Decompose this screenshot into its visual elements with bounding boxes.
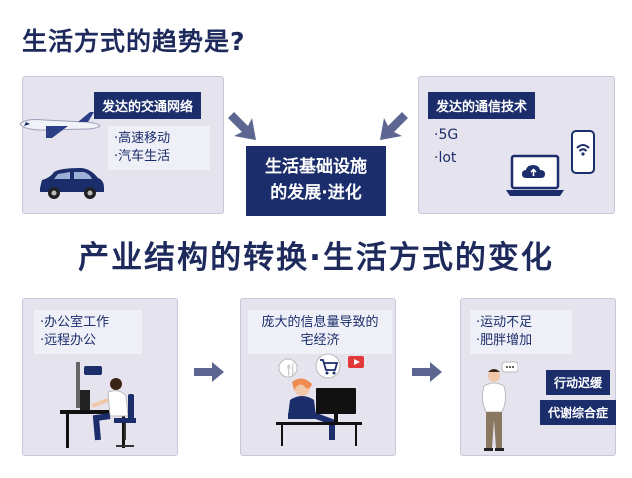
airplane-icon <box>19 112 101 138</box>
arrow-right-icon <box>412 362 442 382</box>
stay-home-line-1: 庞大的信息量导致的 <box>261 315 379 330</box>
stay-home-card: 庞大的信息量导致的 宅经济 <box>248 310 392 354</box>
online-shopping-icon: 🍴 <box>276 353 364 446</box>
infrastructure-box: 生活基础设施 的发展·进化 <box>246 146 386 216</box>
arrow-down-left-icon <box>380 112 408 140</box>
communication-item-2: ·lot <box>434 150 457 166</box>
arrow-right-icon <box>194 362 224 382</box>
overweight-person-icon <box>481 361 518 451</box>
health-item-2: ·肥胖增加 <box>476 333 533 348</box>
transport-item-2: ·汽车生活 <box>114 149 171 164</box>
transport-header: 发达的交通网络 <box>94 92 202 119</box>
communication-header: 发达的通信技术 <box>428 92 536 119</box>
car-icon <box>40 168 104 199</box>
communication-item-1: ·5G <box>434 127 459 143</box>
infrastructure-line-2: 的发展·进化 <box>270 183 362 203</box>
infrastructure-line-1: 生活基础设施 <box>265 157 367 177</box>
office-worker-icon <box>60 362 136 448</box>
stay-home-line-2: 宅经济 <box>300 333 340 348</box>
middle-title: 产业结构的转换·生活方式的变化 <box>78 240 554 276</box>
svg-text:🍴: 🍴 <box>284 363 298 376</box>
transport-card: ·高速移动 ·汽车生活 <box>108 126 210 170</box>
page-title: 生活方式的趋势是? <box>22 27 246 56</box>
laptop-cloud-icon <box>506 154 564 196</box>
office-item-1: ·办公室工作 <box>40 315 110 330</box>
office-card: ·办公室工作 ·远程办公 <box>34 310 142 354</box>
health-card: ·运动不足 ·肥胖增加 <box>470 310 572 354</box>
office-item-2: ·远程办公 <box>40 333 97 348</box>
communication-items: ·5G ·lot <box>434 124 458 170</box>
transport-item-1: ·高速移动 <box>114 131 171 146</box>
metabolic-syndrome-tag: 代谢综合症 <box>540 400 617 425</box>
health-item-1: ·运动不足 <box>476 315 533 330</box>
phone-wifi-icon <box>571 130 595 174</box>
arrow-down-right-icon <box>228 112 256 140</box>
sluggish-tag: 行动迟缓 <box>546 370 611 395</box>
